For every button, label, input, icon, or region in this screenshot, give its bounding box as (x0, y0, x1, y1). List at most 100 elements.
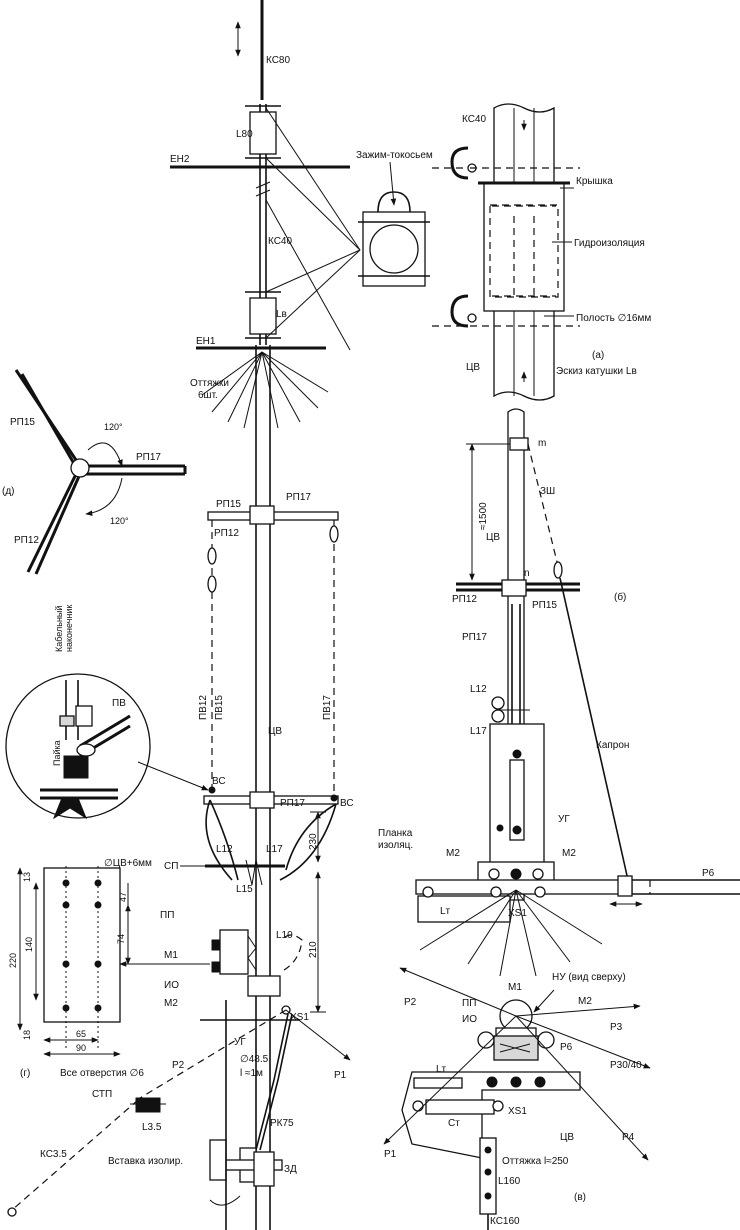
label-guys-count: 6шт. (198, 390, 218, 401)
label-rp17-m: РП17 (286, 492, 311, 503)
label-pp-m: ПП (160, 910, 174, 921)
label-ks40-main: КС40 (268, 236, 292, 247)
label-cv-b: ЦВ (486, 532, 500, 543)
label-d1500: ≈1500 (478, 502, 489, 530)
label-insert-iso: Вставка изолир. (108, 1156, 183, 1167)
main-mast (170, 0, 361, 1230)
label-rp15-m: РП15 (216, 499, 241, 510)
label-p1-m: Р1 (334, 1070, 347, 1081)
label-rp17-d: РП17 (136, 452, 161, 463)
label-vs-left: ВС (212, 776, 226, 787)
label-waterproof: Гидроизоляция (574, 238, 645, 249)
label-ug-m: УГ (234, 1037, 246, 1048)
label-xs1-v: XS1 (508, 1106, 527, 1117)
coil-sketch-a (432, 103, 580, 401)
label-pv17: ПВ17 (322, 695, 333, 720)
label-p3-v: Р3 (610, 1022, 623, 1033)
guy-fan (201, 351, 329, 429)
l80-coil (249, 111, 277, 155)
label-kapron: Капрон (596, 740, 629, 751)
label-eh1: ЕН1 (196, 336, 216, 347)
label-d74: 74 (116, 934, 126, 944)
label-lt-v: Lт (436, 1064, 447, 1075)
label-stp: СТП (92, 1089, 112, 1100)
label-len1m: l ≈1м (240, 1068, 263, 1079)
label-angle2: 120° (110, 516, 129, 526)
label-clamp: Зажим-токосьем (356, 150, 433, 161)
radials-mid (180, 505, 339, 1013)
label-l17-b: L17 (470, 726, 487, 737)
label-p1-v: Р1 (384, 1149, 397, 1160)
label-ks40-a: КС40 (462, 114, 486, 125)
label-d13: 13 (22, 872, 32, 882)
label-d18: 18 (22, 1030, 32, 1040)
label-zd: ЗД (284, 1164, 297, 1175)
clamp-detail (358, 161, 430, 287)
label-plate-hole: ∅ЦВ+6мм (104, 858, 152, 869)
label-guy-250: Оттяжка l≈250 (502, 1156, 569, 1167)
label-ks35: КС3.5 (40, 1149, 67, 1160)
label-p2-v: Р2 (404, 997, 417, 1008)
label-m2-m: М2 (164, 998, 178, 1009)
label-cavity: Полость ∅16мм (576, 313, 651, 324)
label-rp12-m: РП12 (214, 528, 239, 539)
label-xs1-b: XS1 (508, 908, 527, 919)
label-solder: Пайка (52, 740, 62, 766)
label-rp17-low: РП17 (280, 798, 305, 809)
plate-g (17, 866, 210, 1057)
label-lv: Lв (276, 309, 287, 320)
label-plank1: Планка (378, 828, 413, 839)
label-l10: L10 (276, 930, 293, 941)
label-m2-b1: М2 (446, 848, 460, 859)
label-vs-right: ВС (340, 798, 354, 809)
label-cable-lug-1: Кабельный (54, 606, 64, 652)
label-guys: Оттяжки (190, 378, 229, 389)
label-io-v: ИО (462, 1014, 477, 1025)
label-fig-a: (а) (592, 350, 604, 361)
feed-area (139, 929, 351, 1230)
label-plank2: изоляц. (378, 840, 413, 851)
label-rk75: РК75 (270, 1118, 294, 1129)
label-m2-v: М2 (578, 996, 592, 1007)
detail-b (415, 408, 740, 977)
label-sp: СП (164, 861, 178, 872)
label-fig-v: (в) (574, 1192, 586, 1203)
label-cv-a: ЦВ (466, 362, 480, 373)
label-zsh: ЗШ (540, 486, 555, 497)
detail-v (383, 967, 651, 1230)
label-angle1: 120° (104, 422, 123, 432)
label-fig-b: (б) (614, 591, 626, 603)
label-cv-v: ЦВ (560, 1132, 574, 1143)
label-d47: 47 (118, 892, 128, 902)
label-n-b: n (524, 568, 530, 579)
label-d140: 140 (24, 937, 34, 952)
label-r6-b: Р6 (702, 868, 715, 879)
label-m1-m: М1 (164, 950, 178, 961)
label-d220: 220 (8, 953, 18, 968)
label-io-m: ИО (164, 980, 179, 991)
label-rp12-b: РП12 (452, 594, 477, 605)
label-rp12-d: РП12 (14, 535, 39, 546)
label-fig-g: (г) (20, 1068, 30, 1079)
label-l12-b: L12 (470, 684, 487, 695)
label-l17-m: L17 (266, 844, 283, 855)
label-rp15-b: РП15 (532, 600, 557, 611)
label-xs1-m: XS1 (290, 1012, 309, 1023)
label-dim-230: 230 (308, 833, 319, 850)
label-p6-v: Р6 (560, 1042, 573, 1053)
label-m2-b2: М2 (562, 848, 576, 859)
label-cv-m: ЦВ (268, 726, 282, 737)
label-pv12: ПВ12 (198, 695, 209, 720)
label-l160: L160 (498, 1176, 521, 1187)
label-fig-d: (д) (2, 486, 15, 497)
labels-layer: КС80 L80 ЕН2 КС40 Lв ЕН1 Оттяжки 6шт. За… (2, 55, 715, 1227)
cable-lug-detail (5, 673, 209, 820)
label-d485: ∅48.5 (240, 1054, 269, 1065)
label-p2-m: Р2 (172, 1060, 185, 1071)
stp-assembly (7, 1097, 166, 1217)
label-pp-v: ПП (462, 998, 476, 1009)
label-rp17-b: РП17 (462, 632, 487, 643)
label-d65: 65 (76, 1029, 86, 1039)
label-l80: L80 (236, 129, 253, 140)
label-lt-b: Lт (440, 906, 451, 917)
